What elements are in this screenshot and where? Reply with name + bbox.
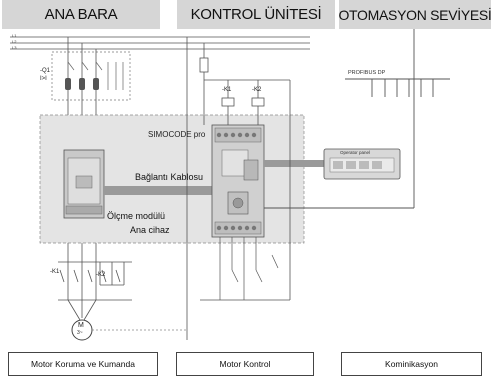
connection-cable-label: Bağlantı Kablosu (135, 172, 204, 182)
breaker-label: -Q1 (40, 68, 51, 74)
header-control-unit: KONTROL ÜNİTESİ (177, 0, 335, 29)
breaker-sub-label: I>I (40, 76, 47, 82)
profibus-bus (264, 29, 450, 209)
contactors (58, 261, 132, 301)
bus-label-l1: L1 (12, 33, 17, 38)
operator-panel-cable (264, 160, 324, 167)
bus-label-l2: L2 (12, 39, 17, 44)
caption-communication: Kominikasyon (341, 352, 482, 376)
relay-k2-label: -K2 (252, 87, 262, 93)
breaker-contacts (65, 78, 99, 90)
profibus-label: PROFIBUS DP (348, 70, 386, 76)
main-unit-terminals (216, 132, 257, 231)
operator-panel (323, 148, 401, 180)
main-unit (211, 124, 265, 238)
breaker-enclosure (51, 51, 131, 101)
breaker-switch-marks (67, 61, 124, 90)
contactor-k2-label: -K2 (96, 272, 106, 278)
motor-label: M (78, 322, 84, 329)
connection-cable (104, 186, 212, 195)
control-circuit (186, 37, 291, 340)
measuring-module-label: Ölçme modülü (107, 211, 166, 221)
relay-k1-label: -K1 (222, 87, 232, 93)
motor-sub-label: 3~ (77, 330, 83, 336)
main-unit-label: Ana cihaz (130, 225, 170, 235)
caption-motor-control: Motor Kontrol (176, 352, 314, 376)
contactor-k1-label: -K1 (50, 269, 60, 275)
simocode-label: SIMOCODE pro (148, 130, 206, 139)
measuring-module (63, 149, 105, 219)
header-automation-level: OTOMASYON SEVİYESİ (338, 0, 491, 29)
bottom-switches (200, 237, 290, 301)
main-bus-bars (10, 36, 310, 50)
header-main-bus: ANA BARA (2, 0, 160, 29)
operator-panel-label: Operator panel (340, 150, 371, 155)
bus-label-l3: L3 (12, 45, 17, 50)
caption-motor-protection: Motor Koruma ve Kumanda (8, 352, 158, 376)
